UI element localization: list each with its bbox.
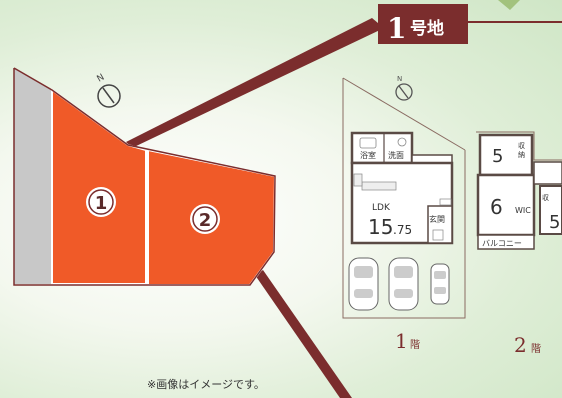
ldk-size: 15 [368, 215, 393, 239]
balcony-label: バルコニー [482, 239, 522, 248]
floor-2-level: 2 [514, 333, 527, 357]
partial-room-size: 5 [549, 212, 560, 233]
road-strip [14, 68, 52, 284]
badge-suffix: 号地 [410, 18, 444, 39]
floor-1-level-suffix: 階 [410, 339, 420, 351]
badge-number: 1 [387, 12, 406, 45]
car-parking-2 [388, 257, 419, 311]
wash-label: 洗面 [388, 150, 404, 160]
leader-line-lower [255, 270, 352, 398]
room-6-size: 6 [490, 195, 503, 219]
svg-text:N: N [397, 75, 402, 83]
room-5-size: 5 [492, 146, 503, 167]
lot-1 [51, 88, 147, 285]
site-plan: 1 2 N [13, 67, 277, 286]
leader-line-upper [126, 18, 384, 148]
north-compass-icon: N [395, 75, 413, 101]
floor-plan-2: 5 収 納 6 WIC バルコニー 収 5 2 階 [476, 131, 562, 357]
bath-label: 浴室 [360, 150, 376, 160]
ldk-size-decimal: .75 [393, 223, 412, 237]
lot-1-label: 1 [95, 193, 108, 214]
room-5-storage-top: 収 [518, 142, 525, 150]
lot-2-label: 2 [199, 210, 212, 231]
lot-number-badge: 1 号地 [378, 0, 562, 45]
room-5-storage-bottom: 納 [518, 150, 525, 159]
wic-label: WIC [515, 206, 531, 215]
north-compass-icon: N [96, 73, 121, 108]
car-parking-1 [348, 257, 379, 311]
disclaimer: ※画像はイメージです。 [147, 378, 265, 391]
car-parking-3 [430, 263, 450, 305]
ldk-label: LDK [372, 203, 391, 213]
entrance-label: 玄関 [429, 214, 445, 224]
floor-plan-1: N 浴室 洗面 LDK 15 .75 玄関 [342, 75, 466, 353]
lot-2-marker: 2 [190, 204, 220, 234]
floor-2-level-suffix: 階 [531, 343, 541, 355]
lot-1-marker: 1 [86, 187, 116, 217]
north-label: N [96, 73, 107, 85]
floor-1-level: 1 [395, 329, 408, 353]
partial-storage: 収 [542, 194, 549, 202]
